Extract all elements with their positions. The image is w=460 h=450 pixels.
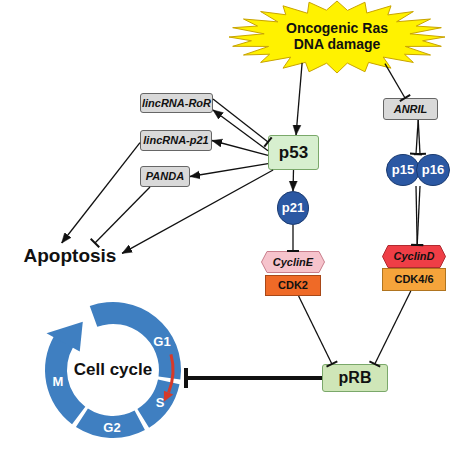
activation-arrow [190, 164, 268, 177]
hexagon-shape [383, 246, 446, 268]
node-label: CDK4/6 [394, 273, 433, 285]
inhibition-line [418, 120, 420, 154]
node-label: p21 [282, 201, 304, 216]
node-label: p53 [279, 143, 308, 162]
cyclin-hexagon: CyclinD [382, 245, 446, 268]
phase-label: G1 [153, 334, 170, 349]
inhibition-line [417, 186, 420, 245]
trigger-starburst: Oncogenic Ras DNA damage [228, 0, 446, 74]
ellipse-shape [278, 192, 309, 225]
inhibition-line [299, 296, 332, 364]
node-label: pRB [339, 369, 372, 387]
node-label: p16 [422, 163, 444, 178]
node-label: CyclinD [394, 250, 435, 262]
node-label: lincRNA-RoR [142, 97, 211, 109]
progression-arrow [169, 354, 173, 392]
ellipse-shape [387, 155, 420, 186]
cycle-segment [76, 409, 145, 438]
lncrna-box: lincRNA-RoR [140, 93, 213, 113]
node-label: PANDA [146, 170, 184, 182]
phase-label: G2 [103, 420, 120, 435]
protein-ellipse: p15 [386, 154, 420, 186]
activation-arrow [296, 63, 302, 135]
activation-arrow [122, 170, 273, 253]
phase-label: M [53, 374, 64, 389]
starburst-shape [229, 1, 445, 73]
protein-box: pRB [322, 364, 388, 392]
kinase-box: CDK4/6 [382, 268, 446, 291]
cyclin-hexagon: CyclinE [261, 251, 325, 273]
inhibition-line [95, 187, 150, 243]
kinase-box: CDK2 [265, 275, 321, 296]
activation-arrow [213, 110, 268, 151]
ellipse-shape [417, 155, 450, 186]
inhibition-line [292, 225, 293, 251]
node-label: Oncogenic Ras DNA damage [278, 21, 396, 52]
inhibition-line [375, 291, 411, 364]
inhibition-line [416, 186, 417, 245]
inhibition-line [416, 120, 418, 154]
protein-box: p53 [268, 135, 319, 170]
phase-label: S [156, 395, 165, 410]
node-label: CDK2 [278, 279, 308, 291]
protein-ellipse: p16 [416, 154, 450, 186]
inhibition-line [213, 99, 268, 142]
progression-arrowhead [164, 391, 173, 402]
node-label: Cell cycle [74, 360, 152, 379]
lncrna-box: ANRIL [383, 98, 438, 120]
node-label: Apoptosis [24, 245, 117, 266]
node-label: p15 [392, 163, 414, 178]
activation-arrow [292, 170, 294, 191]
cycle-arrowhead [47, 322, 83, 352]
activation-arrow [212, 141, 268, 156]
cycle-segment [137, 380, 179, 428]
hexagon-shape [262, 252, 325, 273]
node-label: lincRNA-p21 [143, 134, 208, 146]
inhibition-line [186, 376, 322, 380]
node-label: CyclinE [273, 256, 313, 268]
lncrna-box: lincRNA-p21 [140, 130, 212, 151]
outcome-node: Apoptosis [18, 243, 122, 269]
node-label: ANRIL [394, 103, 428, 115]
activation-arrow [62, 143, 140, 243]
protein-ellipse: p21 [277, 191, 309, 225]
lncrna-box: PANDA [140, 166, 190, 187]
inhibition-line [385, 64, 405, 98]
